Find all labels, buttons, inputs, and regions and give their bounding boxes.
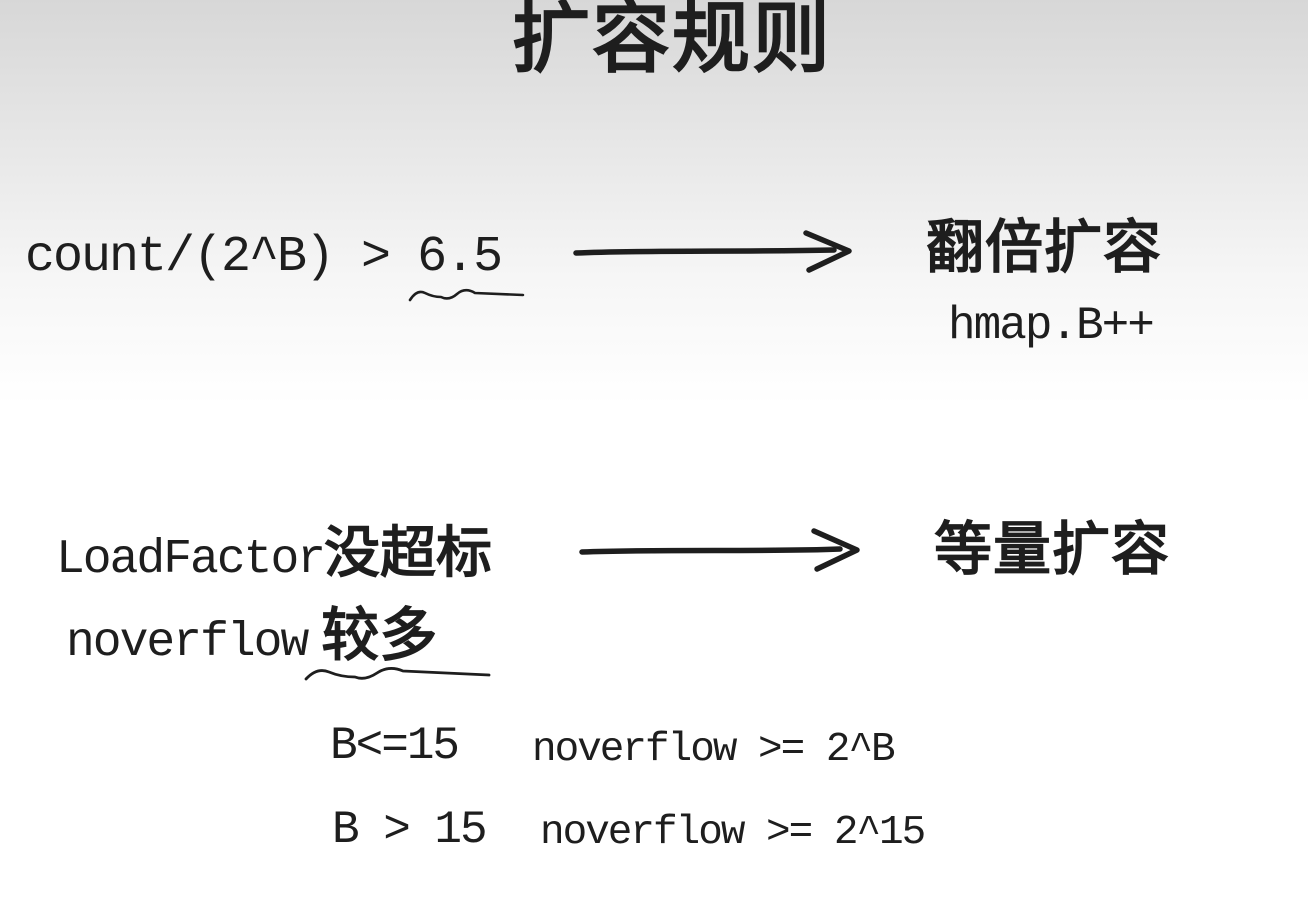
load-factor-threshold: 6.5 — [408, 229, 525, 302]
threshold-value: 6.5 — [417, 229, 503, 286]
squiggle-path — [408, 288, 525, 302]
case-b-large-threshold: noverflow >= 2^15 — [540, 810, 926, 856]
case-b-large-range: B > 15 — [332, 804, 488, 856]
arrow-head — [811, 528, 860, 572]
arrow-shaft — [579, 546, 843, 555]
page-title: 扩容规则 — [512, 0, 833, 82]
squiggle-path — [304, 667, 491, 681]
squiggle-underline-icon — [408, 288, 525, 302]
arrow-right-icon — [579, 528, 860, 572]
equal-growth-condition-line1: LoadFactor没超标 — [56, 508, 492, 589]
double-growth-label: 翻倍扩容 — [926, 215, 1163, 280]
case-b-small-range: B<=15 — [330, 720, 460, 772]
too-many-text: 较多 — [321, 603, 438, 668]
equal-growth-label: 等量扩容 — [934, 517, 1171, 582]
case-b-small-threshold: noverflow >= 2^B — [532, 727, 896, 773]
not-exceeded-label: 没超标 — [324, 523, 493, 585]
double-growth-detail: hmap.B++ — [948, 300, 1155, 352]
arrow-head — [803, 230, 852, 273]
load-factor-code: LoadFactor — [56, 533, 326, 587]
double-growth-formula: count/(2^B) > — [25, 229, 418, 286]
arrow-right-icon — [573, 230, 852, 273]
arrow-shaft — [573, 247, 837, 256]
double-growth-condition: count/(2^B) > 6.5 — [25, 224, 525, 302]
noverflow-code: noverflow — [66, 616, 309, 670]
too-many-label: 较多 — [304, 588, 491, 681]
